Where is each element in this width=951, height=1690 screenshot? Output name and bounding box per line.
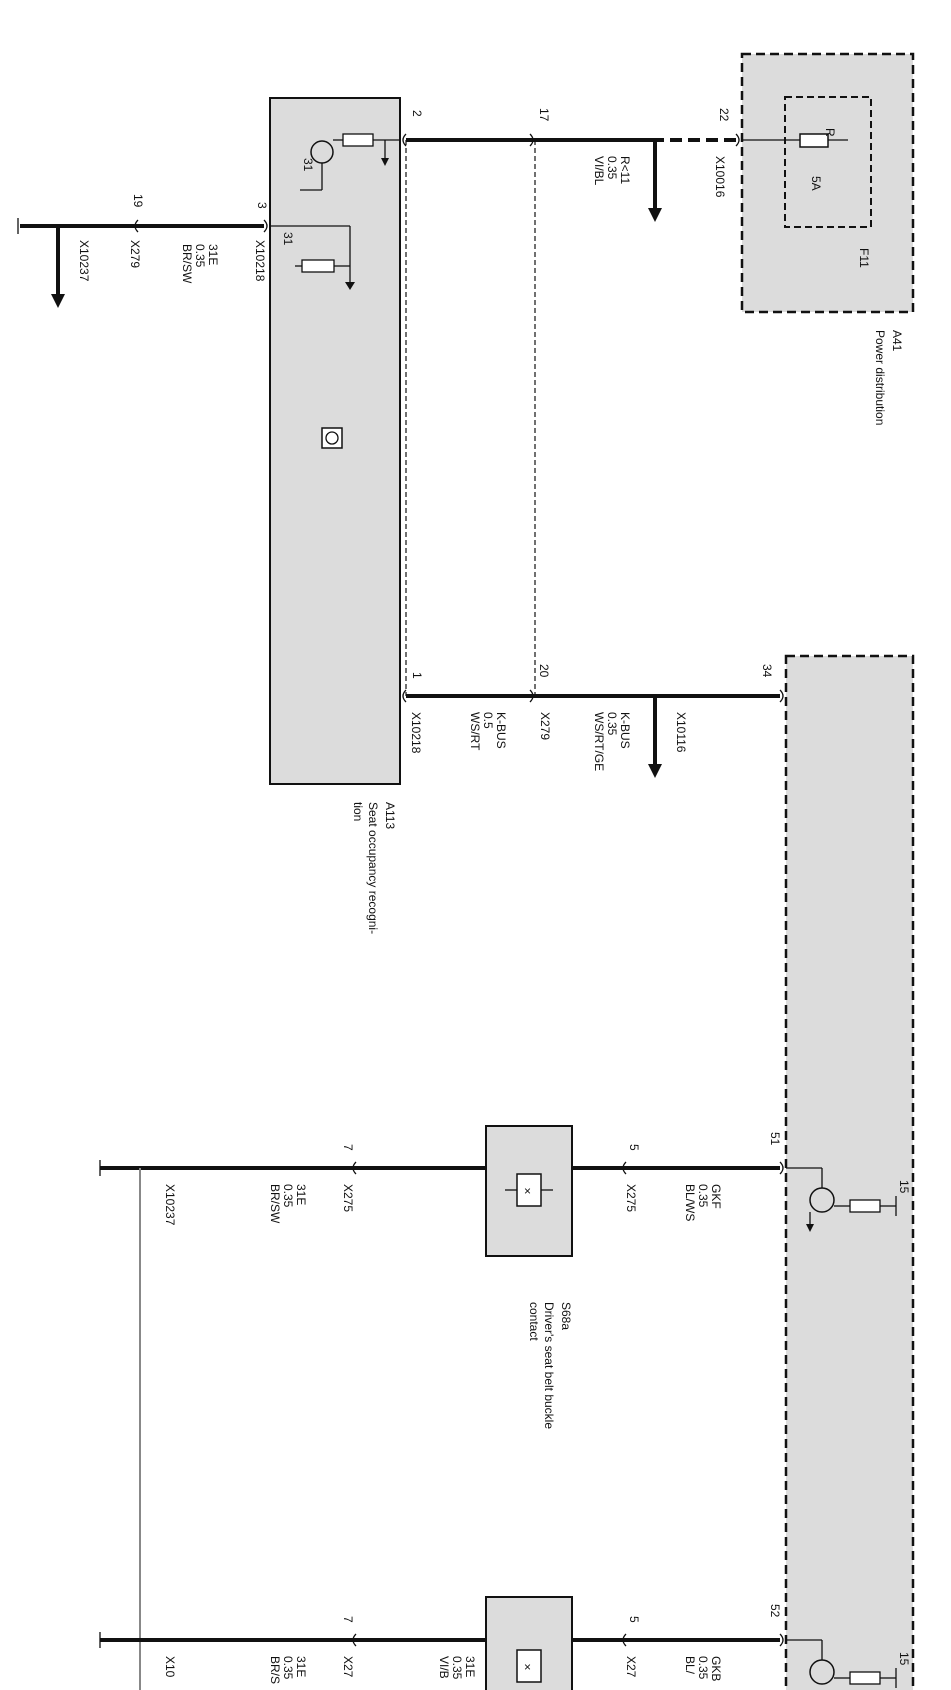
pin-3: 3 (255, 202, 269, 209)
pin-5: 5 (627, 1144, 641, 1151)
resistor-icon-4 (849, 1671, 881, 1685)
pin-7-2: 7 (341, 1616, 355, 1623)
connector-label-2: X279 (538, 712, 552, 740)
pin-52: 52 (768, 1604, 782, 1618)
pin-34: 34 (760, 664, 774, 678)
pin-15: 15 (897, 1180, 911, 1194)
signal-label-5: 31E (294, 1656, 308, 1677)
connector-label-2: X275 (341, 1184, 355, 1212)
connector-label-2: X279 (128, 240, 142, 268)
pin-15-2: 15 (897, 1652, 911, 1666)
a41-code-label: A41 (890, 330, 904, 352)
branch-arrow-icon-2 (51, 294, 65, 308)
wire-size-label: 0.35 (605, 156, 619, 180)
wire-color-label: BL/WS (683, 1184, 697, 1221)
pin-19: 19 (131, 194, 145, 208)
wire-size-label-4: 0.35 (450, 1656, 464, 1680)
resistor-icon-3 (849, 1199, 881, 1213)
buckle-switch-icon-2 (516, 1649, 542, 1683)
a113-name-line2: tion (351, 802, 365, 821)
connector-label-3: X10116 (674, 712, 688, 753)
pin-31-bottom: 31 (281, 232, 295, 246)
wire-size-label-5: 0.35 (281, 1656, 295, 1680)
pin-5-2: 5 (627, 1616, 641, 1623)
svg-text:×: × (524, 1660, 531, 1674)
signal-label-2: K-BUS (618, 712, 632, 749)
wire-color-label: WS/RT (468, 712, 482, 751)
pin-17: 17 (537, 108, 551, 122)
wire-color-label: VI/BL (592, 156, 606, 186)
s68a-name-line2: contact (527, 1302, 541, 1341)
wire-size-label: 0.5 (481, 712, 495, 729)
pin-51: 51 (768, 1132, 782, 1146)
signal-label-2: 31E (294, 1184, 308, 1205)
resistor-icon-2 (301, 259, 335, 273)
s68a-name-line1: Driver's seat belt buckle (542, 1302, 556, 1429)
fuse-code-label: F11 (857, 248, 871, 268)
pin-22: 22 (717, 108, 731, 122)
seat-occupancy-icon (321, 427, 343, 449)
branch-arrow-icon (648, 208, 662, 222)
pin-20: 20 (537, 664, 551, 678)
connector-label-5: X27 (341, 1656, 355, 1678)
wire-size-label: 0.35 (193, 244, 207, 268)
connector-label: X10218 (409, 712, 423, 754)
wire-size-label: 0.35 (696, 1184, 710, 1208)
branch-arrow-icon-3 (648, 764, 662, 778)
wire-color-label: BR/SW (180, 244, 194, 284)
wire-ref-label: R<11 (618, 156, 632, 184)
resistor-icon (342, 133, 374, 147)
signal-label-4: 31E (463, 1656, 477, 1677)
wire-color-label-5: BR/S (268, 1656, 282, 1684)
wire-color-label-2: WS/RT/GE (592, 712, 606, 771)
a113-code-label: A113 (383, 802, 397, 829)
connector-label-3: X10237 (77, 240, 91, 282)
wire-size-label-2: 0.35 (605, 712, 619, 736)
pin-1: 1 (410, 672, 424, 679)
wire-size-label-2: 0.35 (281, 1184, 295, 1208)
connector-label: X275 (624, 1184, 638, 1212)
connector-label-3: X10237 (163, 1184, 177, 1226)
pin-2: 2 (410, 110, 424, 117)
fuse-rating-label: 5A (809, 176, 823, 191)
a41-power-distribution-module (740, 52, 915, 314)
f11-fuse-box (784, 96, 872, 228)
a41-name-label: Power distribution (873, 330, 887, 425)
a113-name-line1: Seat occupancy recogni- (366, 802, 380, 934)
signal-label: GKF (709, 1184, 723, 1209)
wire-size-label-3: 0.35 (696, 1656, 710, 1680)
pin-31-top: 31 (301, 158, 315, 172)
wire-color-label-3: BL/ (683, 1656, 697, 1675)
control-module-dashed (784, 654, 915, 1690)
connector-label-4: X27 (624, 1656, 638, 1678)
connector-label: X10016 (713, 156, 727, 198)
signal-label: 31E (206, 244, 220, 265)
svg-text:×: × (524, 1184, 531, 1198)
connector-label-6: X10 (163, 1656, 177, 1678)
signal-label-3: GKB (709, 1656, 723, 1681)
wire-color-label-2: BR/SW (268, 1184, 282, 1224)
s68a-code-label: S68a (559, 1302, 573, 1330)
wire-color-label-4: VI/B (437, 1656, 451, 1679)
connector-label: X10218 (253, 240, 267, 282)
fuse-terminal-label: R (823, 128, 837, 137)
pin-7: 7 (341, 1144, 355, 1151)
signal-label: K-BUS (494, 712, 508, 749)
